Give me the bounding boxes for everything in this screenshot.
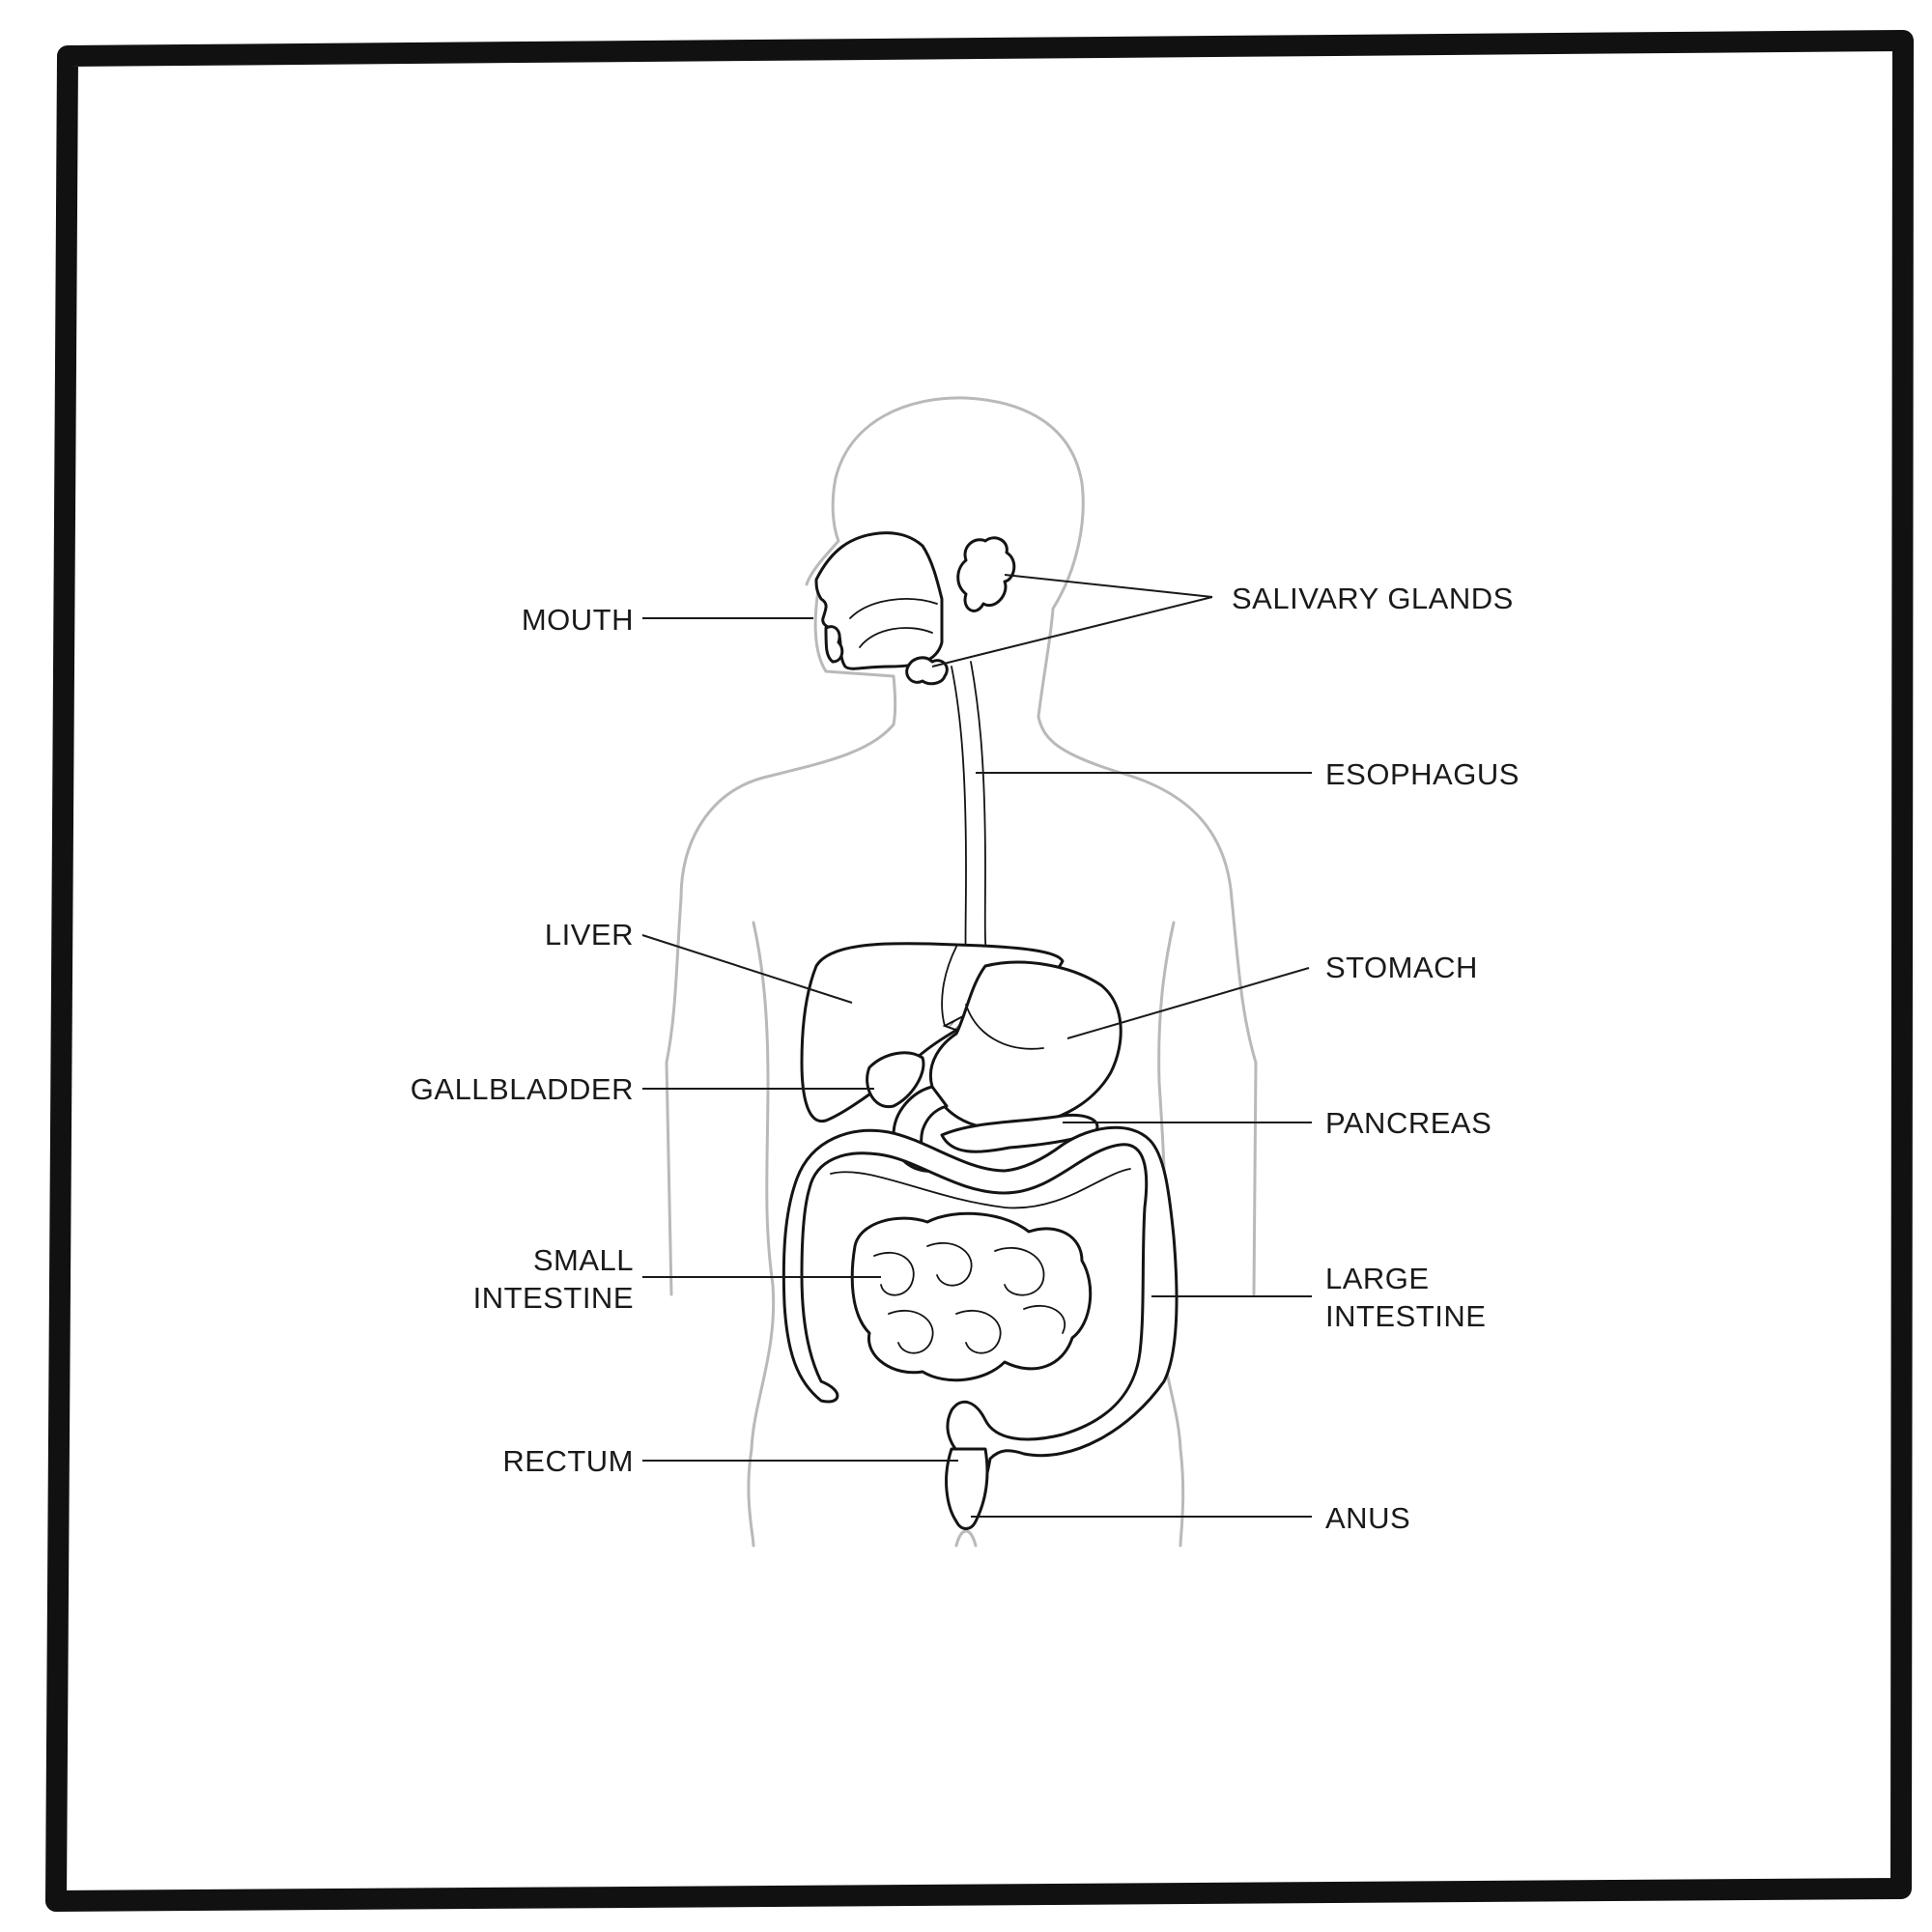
salivary-glands: [905, 536, 1016, 686]
small-intestine-organ: [850, 1211, 1093, 1382]
label-large-intestine-line2: INTESTINE: [1325, 1299, 1486, 1333]
label-liver: LIVER: [545, 918, 634, 952]
intestine-coil-5: [955, 1309, 1002, 1354]
submandibular-gland: [905, 656, 949, 686]
stomach-fold: [965, 1004, 1044, 1050]
label-mouth: MOUTH: [522, 603, 634, 637]
intestine-coil-6: [1023, 1304, 1065, 1334]
intestine-coil-2: [926, 1241, 973, 1287]
label-esophagus: ESOPHAGUS: [1325, 757, 1520, 791]
label-small-intestine-line1: SMALL: [533, 1243, 634, 1277]
esophagus-right-wall: [970, 661, 991, 965]
label-stomach: STOMACH: [1325, 951, 1478, 984]
lips: [824, 625, 844, 664]
colon-inner-line: [830, 1168, 1131, 1209]
gallbladder-organ: [866, 1051, 925, 1109]
leader-salivary-lower: [931, 596, 1213, 668]
label-gallbladder: GALLBLADDER: [411, 1072, 634, 1106]
esophagus-tube: [951, 661, 991, 972]
esophagus-left-wall: [951, 666, 969, 972]
picture-frame: [45, 30, 1914, 1912]
rectum-organ: [945, 1447, 989, 1530]
leader-salivary-upper: [1004, 574, 1213, 598]
head-outline: [805, 396, 1085, 726]
legs-gap: [954, 1529, 978, 1548]
leader-stomach: [1066, 967, 1310, 1039]
leader-liver: [641, 934, 853, 1004]
neck-shoulder-left: [665, 723, 895, 1296]
label-salivary-glands: SALIVARY GLANDS: [1232, 582, 1514, 615]
nasal-mouth-profile: [814, 531, 944, 670]
torso-left: [747, 921, 776, 1548]
leader-lines: [641, 574, 1312, 1518]
intestine-coil-3: [994, 1246, 1045, 1296]
label-small-intestine-line2: INTESTINE: [473, 1281, 634, 1315]
tongue: [859, 627, 933, 648]
label-large-intestine-line1: LARGE: [1325, 1262, 1430, 1295]
intestine-coil-1: [873, 1251, 915, 1296]
label-pancreas: PANCREAS: [1325, 1106, 1492, 1140]
small-intestine-mass: [850, 1211, 1093, 1382]
palate: [849, 598, 938, 619]
label-rectum: RECTUM: [502, 1444, 634, 1478]
parotid-gland: [956, 536, 1016, 612]
oral-cavity: [814, 531, 944, 670]
labels: MOUTH SALIVARY GLANDS ESOPHAGUS LIVER ST…: [411, 582, 1520, 1535]
label-anus: ANUS: [1325, 1501, 1410, 1535]
neck-shoulder-right: [1037, 715, 1258, 1296]
liver-lobe-divider: [941, 946, 957, 1027]
intestine-coil-4: [888, 1309, 934, 1354]
